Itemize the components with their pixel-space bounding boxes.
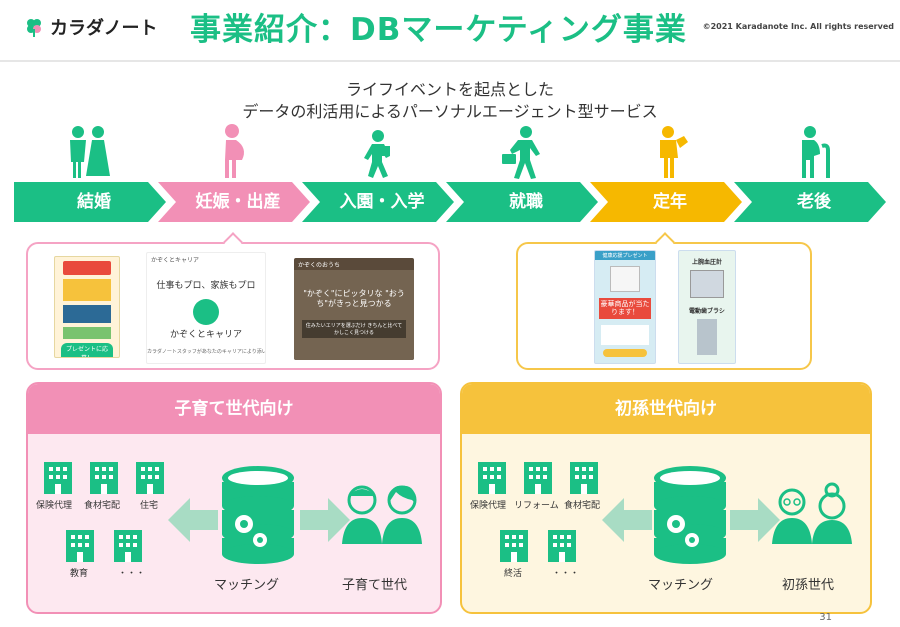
child-school-icon	[348, 122, 408, 182]
campaign-flyer-thumbnail[interactable]: プレゼントに応募！	[54, 256, 120, 358]
thumb-headline: 仕事もプロ、家族もプロ	[156, 281, 256, 291]
elderly-cane-icon	[784, 122, 844, 182]
stage-chevron-marriage: 結婚	[14, 182, 166, 222]
target-label: 子育て世代	[342, 578, 408, 593]
stage-chevron-school: 入園・入学	[302, 182, 454, 222]
thumb-brand-top: かぞくのおうち	[298, 262, 341, 269]
partner-label: 保険代理	[470, 501, 507, 511]
stage-label: 妊娠・出産	[195, 192, 281, 212]
partner-label: ・・・	[118, 569, 146, 579]
box-pointer	[223, 232, 243, 252]
heart-leaf-icon	[193, 299, 219, 325]
partner-label: ・・・	[552, 569, 580, 579]
grandparents-icon	[772, 482, 852, 544]
page-title: 事業紹介：DBマーケティング事業	[190, 12, 687, 48]
clover-icon	[27, 19, 41, 37]
building-icon	[114, 530, 142, 562]
parenting-generation-panel: 子育て世代向け 保険代理 食材宅配 住宅 教育 ・・・	[26, 382, 442, 614]
logo-text: カラダノート	[50, 18, 158, 39]
thumb-brand: かぞくとキャリア	[169, 330, 242, 340]
matching-label: マッチング	[214, 578, 280, 593]
parenting-services-preview: プレゼントに応募！ かぞくとキャリア 仕事もプロ、家族もプロ かぞくとキャリア …	[26, 232, 440, 370]
building-icon	[44, 462, 72, 494]
building-icon	[524, 462, 552, 494]
stage-label: 老後	[797, 192, 831, 212]
building-icon	[66, 530, 94, 562]
thumb-headline: 豪華商品が当たります！	[599, 298, 651, 319]
pregnant-woman-icon	[204, 122, 264, 182]
box-pointer	[655, 232, 675, 252]
building-icon	[90, 462, 118, 494]
partner-label: 住宅	[140, 501, 159, 511]
first-grandchild-generation-panel: 初孫世代向け 保険代理 リフォーム 食材宅配 終活 ・・・	[460, 382, 872, 614]
subtitle-line-2: データの利活用によるパーソナルエージェント型サービス	[242, 102, 658, 121]
copyright-text: ©2021 Karadanote Inc. All rights reserve…	[702, 22, 894, 31]
partner-label: 教育	[70, 569, 89, 579]
database-gear-icon	[222, 466, 294, 564]
panel-body: 保険代理 食材宅配 住宅 教育 ・・・	[28, 434, 440, 612]
panel-title: 子育て世代向け	[28, 384, 440, 434]
panel-title: 初孫世代向け	[462, 384, 870, 434]
arrow-left-icon	[168, 498, 218, 542]
thumb-brand-top: かぞくとキャリア	[151, 257, 200, 264]
career-service-thumbnail[interactable]: かぞくとキャリア 仕事もプロ、家族もプロ かぞくとキャリア カラダノートスタッフ…	[146, 252, 266, 364]
building-icon	[548, 530, 576, 562]
businessman-icon	[494, 122, 554, 182]
subtitle-line-1: ライフイベントを起点とした	[345, 80, 554, 99]
stage-chevron-employment: 就職	[446, 182, 598, 222]
thumb-headline: 電動歯ブラシ	[689, 308, 725, 315]
arrow-left-icon	[602, 498, 652, 542]
product-catalog-thumbnail[interactable]: 上腕血圧計 電動歯ブラシ	[678, 250, 736, 364]
partner-label: 食材宅配	[84, 501, 121, 511]
partner-label: 食材宅配	[564, 501, 601, 511]
stage-chevron-pregnancy: 妊娠・出産	[158, 182, 310, 222]
building-icon	[478, 462, 506, 494]
partner-label: 保険代理	[36, 501, 73, 511]
page-number: 31	[819, 612, 832, 623]
thumb-top: 上腕血圧計	[691, 259, 722, 266]
database-gear-icon	[654, 466, 726, 564]
flyer-caption: プレゼントに応募！	[61, 343, 113, 357]
stage-label: 定年	[653, 192, 687, 212]
stage-label: 結婚	[77, 192, 111, 212]
header-divider	[0, 60, 900, 62]
retiree-icon	[640, 122, 700, 182]
target-label: 初孫世代	[782, 578, 835, 593]
senior-services-preview: 健康応援プレゼント 豪華商品が当たります！ 上腕血圧計 電動歯ブラシ	[516, 232, 812, 370]
partner-label: 終活	[504, 569, 523, 579]
arrow-right-icon	[300, 498, 350, 542]
partner-label: リフォーム	[514, 501, 559, 511]
housing-service-thumbnail[interactable]: かぞくのおうち "かぞく"にピッタリな "おうち"がきっと見つかる 住みたいエリ…	[294, 258, 414, 360]
building-icon	[570, 462, 598, 494]
thumb-top: 健康応援プレゼント	[595, 251, 655, 260]
matching-label: マッチング	[648, 578, 714, 593]
stage-label: 入園・入学	[339, 192, 425, 212]
thumb-headline: "かぞく"にピッタリな "おうち"がきっと見つかる	[303, 289, 405, 309]
building-icon	[500, 530, 528, 562]
panel-body: 保険代理 リフォーム 食材宅配 終活 ・・・	[462, 434, 870, 612]
young-parents-icon	[342, 485, 422, 544]
arrow-right-icon	[730, 498, 780, 542]
stage-label: 就職	[509, 192, 543, 212]
stage-chevron-old-age: 老後	[734, 182, 886, 222]
company-logo: カラダノート	[24, 14, 157, 40]
thumb-caption: カラダノートスタッフがあなたのキャリアにより添います	[147, 349, 265, 355]
health-campaign-thumbnail[interactable]: 健康応援プレゼント 豪華商品が当たります！	[594, 250, 656, 364]
wedding-couple-icon	[58, 122, 118, 182]
stage-chevron-retirement: 定年	[590, 182, 742, 222]
building-icon	[136, 462, 164, 494]
thumb-caption: 住みたいエリアを選ぶだけ きちんと比べてかしこく見つける	[302, 319, 406, 338]
